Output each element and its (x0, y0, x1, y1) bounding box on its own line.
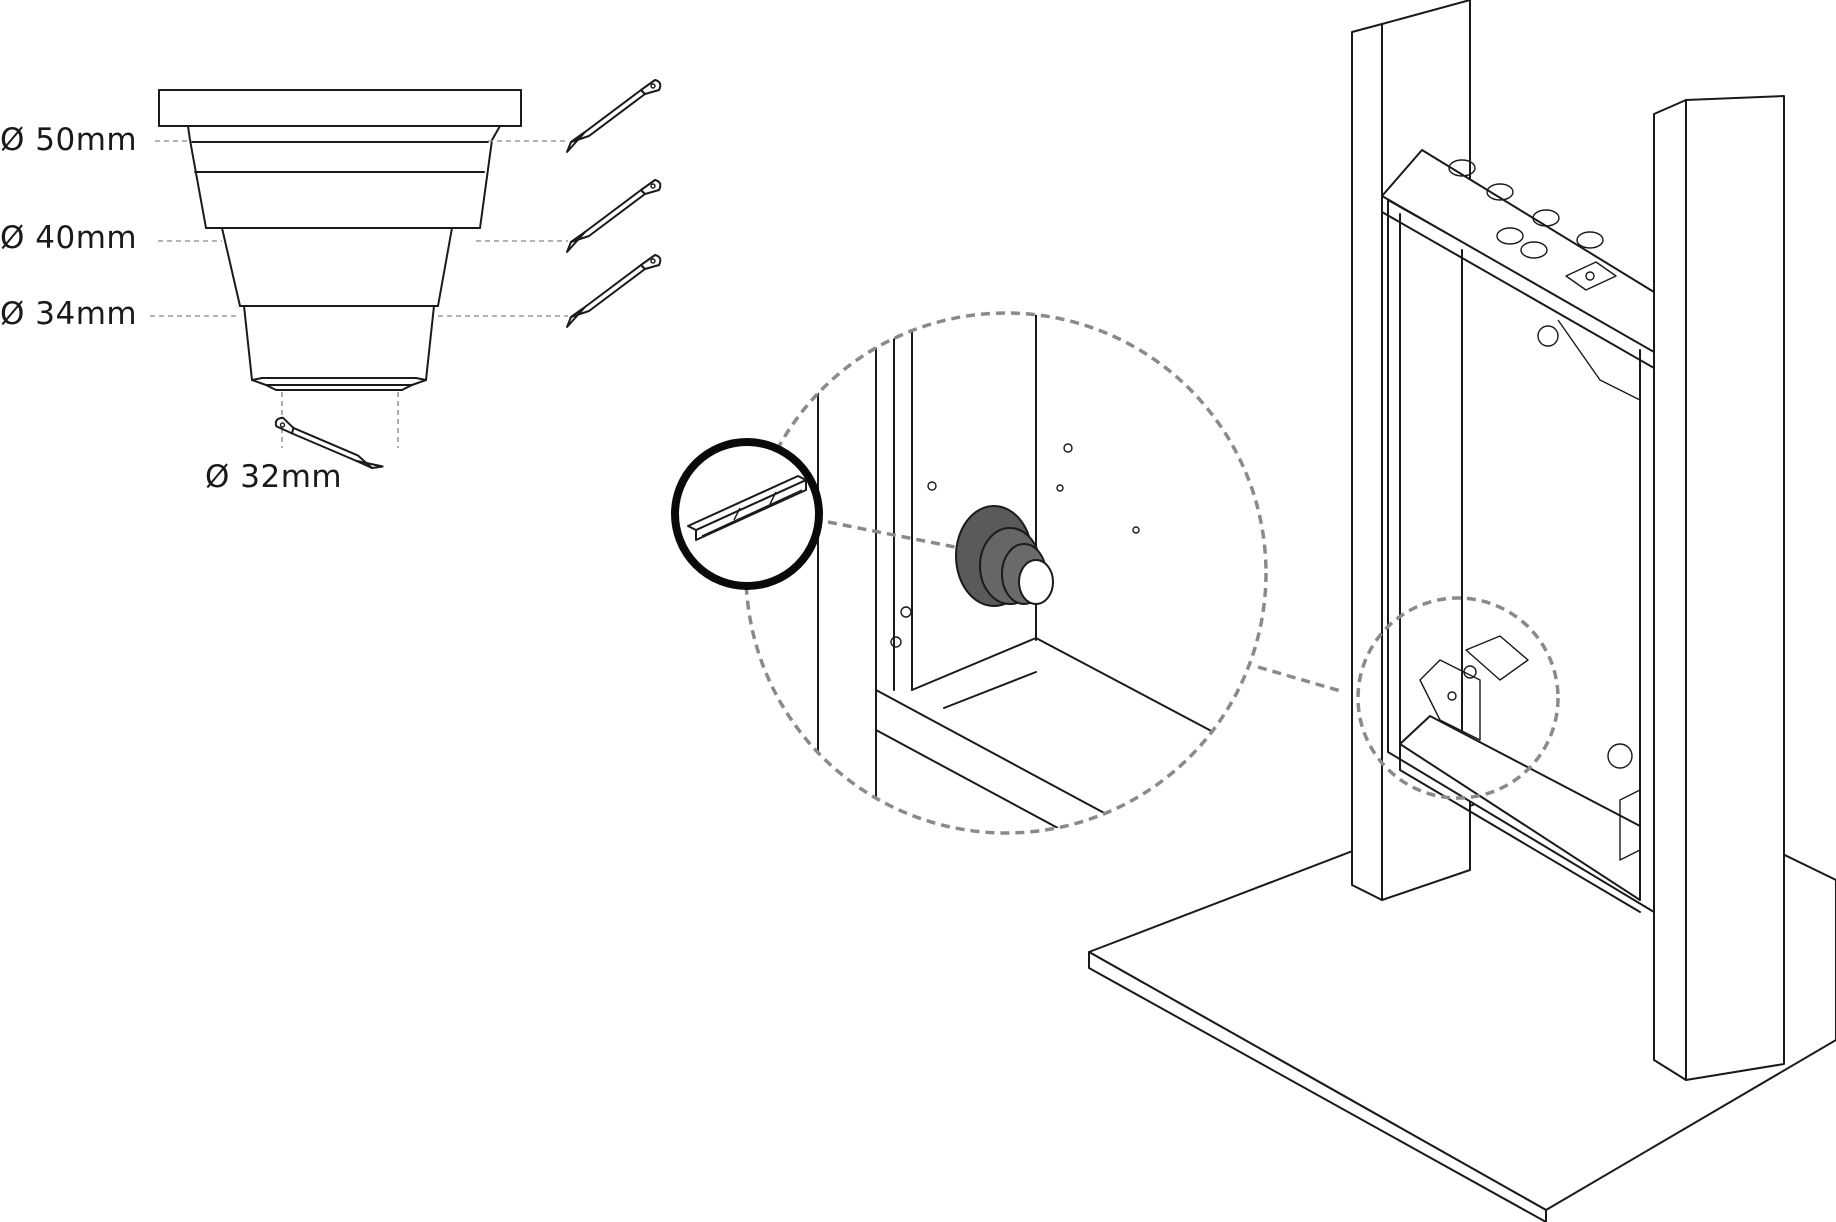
diameter-label-40: Ø 40mm (0, 220, 137, 256)
wall-cabinet (1088, 0, 1836, 1222)
u-channel-bracket-icon (671, 438, 823, 590)
zoom-detail-view (746, 313, 1266, 833)
utility-knife-icon (566, 179, 662, 253)
utility-knife-icon (566, 254, 662, 328)
utility-knife-icon (566, 79, 662, 153)
dimension-guides (150, 140, 568, 448)
stepped-cone-grommet (158, 89, 522, 391)
diameter-label-50: Ø 50mm (0, 122, 137, 158)
installed-grommet (955, 505, 1054, 607)
diameter-label-32: Ø 32mm (205, 459, 342, 495)
diameter-label-34: Ø 34mm (0, 296, 137, 332)
